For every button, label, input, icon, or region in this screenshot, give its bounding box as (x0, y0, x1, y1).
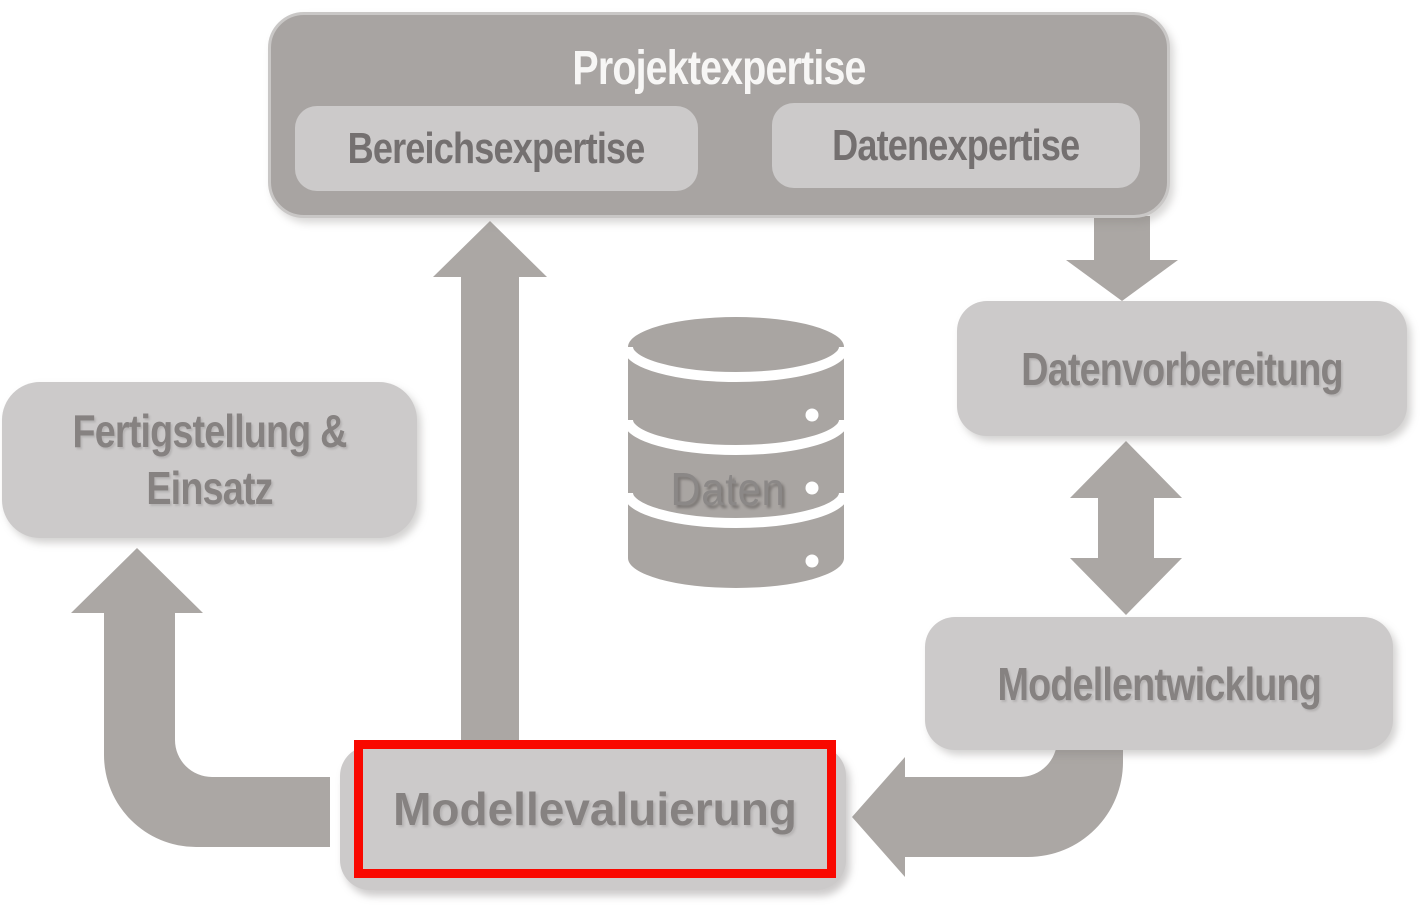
projektexpertise-label: Projektexpertise (572, 42, 866, 95)
node-bereichsexpertise: Bereichsexpertise (295, 106, 698, 191)
node-fertigstellung-einsatz: Fertigstellung & Einsatz (2, 382, 417, 538)
highlight-rectangle: Modellevaluierung (354, 740, 836, 878)
datenvorbereitung-label: Datenvorbereitung (1021, 342, 1343, 395)
database-icon (623, 317, 849, 588)
double-arrow-icon (1070, 441, 1182, 615)
modellentwicklung-label: Modellentwicklung (997, 657, 1321, 710)
node-datenvorbereitung: Datenvorbereitung (957, 301, 1407, 436)
node-projektexpertise: Projektexpertise Bereichsexpertise Daten… (268, 12, 1170, 218)
up-arrow-icon (433, 221, 547, 742)
down-arrow-icon (1066, 216, 1178, 301)
bereichsexpertise-label: Bereichsexpertise (348, 123, 646, 173)
elbow-arrow-right-icon (852, 740, 1123, 877)
node-modellentwicklung: Modellentwicklung (925, 617, 1393, 750)
datenexpertise-label: Datenexpertise (832, 120, 1080, 170)
fertigstellung-einsatz-label: Fertigstellung & Einsatz (72, 404, 348, 515)
node-datenexpertise: Datenexpertise (772, 103, 1140, 188)
elbow-arrow-left-icon (71, 548, 330, 847)
modellevaluierung-label: Modellevaluierung (393, 783, 797, 835)
database-label: Daten (670, 463, 786, 515)
